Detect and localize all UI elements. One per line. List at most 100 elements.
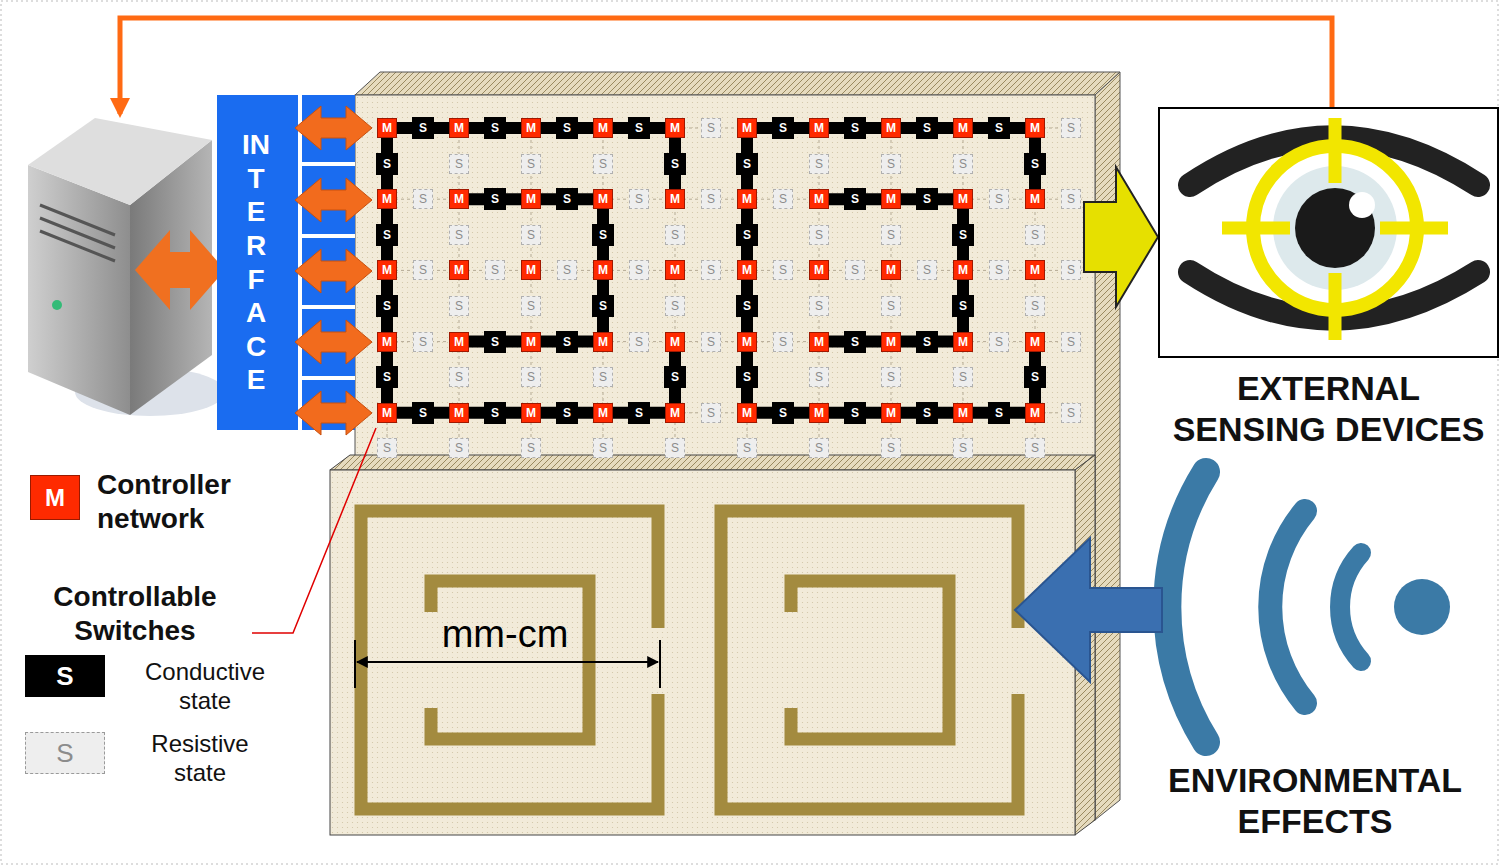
- conductive-paths: [387, 128, 1035, 413]
- server-led: [52, 300, 62, 310]
- switch-resistive: S: [521, 438, 541, 458]
- controller-node: M: [449, 332, 469, 352]
- switch-conductive: S: [844, 402, 866, 424]
- controller-node: M: [1025, 118, 1045, 138]
- switch-resistive: S: [1061, 118, 1081, 138]
- switch-conductive: S: [556, 331, 578, 353]
- controller-node: M: [377, 260, 397, 280]
- switch-resistive: S: [449, 296, 469, 316]
- controller-node: M: [665, 260, 685, 280]
- controller-node: M: [881, 189, 901, 209]
- switch-resistive: S: [953, 154, 973, 174]
- switch-resistive: S: [449, 438, 469, 458]
- sensing-device-box: EXTERNAL SENSING DEVICES: [1158, 107, 1499, 358]
- controller-node: M: [593, 260, 613, 280]
- controller-node: M: [377, 403, 397, 423]
- switch-resistive: S: [881, 154, 901, 174]
- switch-resistive: S: [809, 154, 829, 174]
- eye-iris: [1273, 166, 1397, 290]
- controller-node: M: [377, 118, 397, 138]
- switch-resistive: S: [1061, 260, 1081, 280]
- control-arrow: [295, 106, 372, 150]
- control-arrow: [295, 320, 372, 364]
- signal-arrow: [1084, 167, 1158, 307]
- switch-resistive: S: [629, 260, 649, 280]
- controller-node: M: [449, 403, 469, 423]
- switch-resistive: S: [953, 438, 973, 458]
- substrate-top-face: [330, 455, 1095, 470]
- vertical-title: INTERFACE: [242, 128, 270, 397]
- controller-node: M: [881, 118, 901, 138]
- switch-conductive: S: [844, 188, 866, 210]
- controller-node: M: [809, 260, 829, 280]
- controller-node: M: [809, 332, 829, 352]
- controller-node: M: [953, 189, 973, 209]
- switch-conductive: S: [412, 117, 434, 139]
- switch-conductive: S: [376, 153, 398, 175]
- switch-resistive: S: [593, 438, 613, 458]
- dimension-label: mm-cm: [430, 612, 580, 658]
- switch-resistive: S: [629, 332, 649, 352]
- switch-resistive: S: [845, 260, 865, 280]
- switch-conductive: S: [916, 188, 938, 210]
- controller-node: M: [737, 260, 757, 280]
- switch-resistive: S: [413, 260, 433, 280]
- switch-resistive: S: [881, 367, 901, 387]
- switch-resistive: S: [809, 367, 829, 387]
- wave-arc: [1340, 553, 1361, 661]
- swatch-letter: M: [30, 475, 80, 520]
- switch-conductive: S: [628, 402, 650, 424]
- controller-node: M: [665, 332, 685, 352]
- controller-node: M: [881, 403, 901, 423]
- switch-conductive: S: [376, 224, 398, 246]
- switch-resistive: S: [485, 260, 505, 280]
- switch-conductive: S: [736, 366, 758, 388]
- controller-node: M: [593, 118, 613, 138]
- control-arrow: [295, 391, 372, 435]
- controller-node: M: [521, 403, 541, 423]
- server-link-arrow: [135, 230, 225, 310]
- waves: [1167, 472, 1361, 742]
- switch-conductive: S: [592, 295, 614, 317]
- switch-resistive: S: [701, 403, 721, 423]
- server-top: [28, 118, 212, 205]
- controller-node: M: [449, 189, 469, 209]
- swatch-letter: S: [25, 732, 105, 774]
- eye-pupil: [1295, 188, 1375, 268]
- controller-node: M: [593, 332, 613, 352]
- grid-lines: [377, 128, 1085, 458]
- switch-resistive: S: [593, 367, 613, 387]
- inner-ring: [431, 581, 589, 739]
- switch-resistive: S: [521, 367, 541, 387]
- leader-line: [252, 428, 376, 633]
- switch-conductive: S: [484, 402, 506, 424]
- switch-resistive: S: [449, 154, 469, 174]
- legend-text: Resistive state: [125, 730, 275, 788]
- switch-conductive: S: [952, 295, 974, 317]
- controller-node: M: [1025, 403, 1045, 423]
- controller-node: M: [665, 189, 685, 209]
- switch-conductive: S: [772, 117, 794, 139]
- controller-node: M: [953, 332, 973, 352]
- switch-resistive: S: [449, 225, 469, 245]
- switch-conductive: S: [844, 117, 866, 139]
- board-top-face: [355, 72, 1120, 95]
- switch-conductive: S: [736, 224, 758, 246]
- switch-resistive: S: [701, 260, 721, 280]
- switch-resistive: S: [1061, 403, 1081, 423]
- switch-conductive: S: [412, 402, 434, 424]
- legend-text: Conductive state: [130, 658, 280, 716]
- controller-node: M: [881, 332, 901, 352]
- controller-node: M: [377, 332, 397, 352]
- switch-conductive: S: [1024, 153, 1046, 175]
- split-ring-resonators: [361, 511, 1018, 809]
- controller-node: M: [809, 403, 829, 423]
- substrate-front: [330, 470, 1075, 835]
- switch-resistive: S: [557, 260, 577, 280]
- controller-node: M: [953, 260, 973, 280]
- controller-node: M: [449, 260, 469, 280]
- server-slots: [40, 205, 115, 261]
- controller-node: M: [737, 403, 757, 423]
- switch-resistive: S: [701, 118, 721, 138]
- switch-resistive: S: [521, 296, 541, 316]
